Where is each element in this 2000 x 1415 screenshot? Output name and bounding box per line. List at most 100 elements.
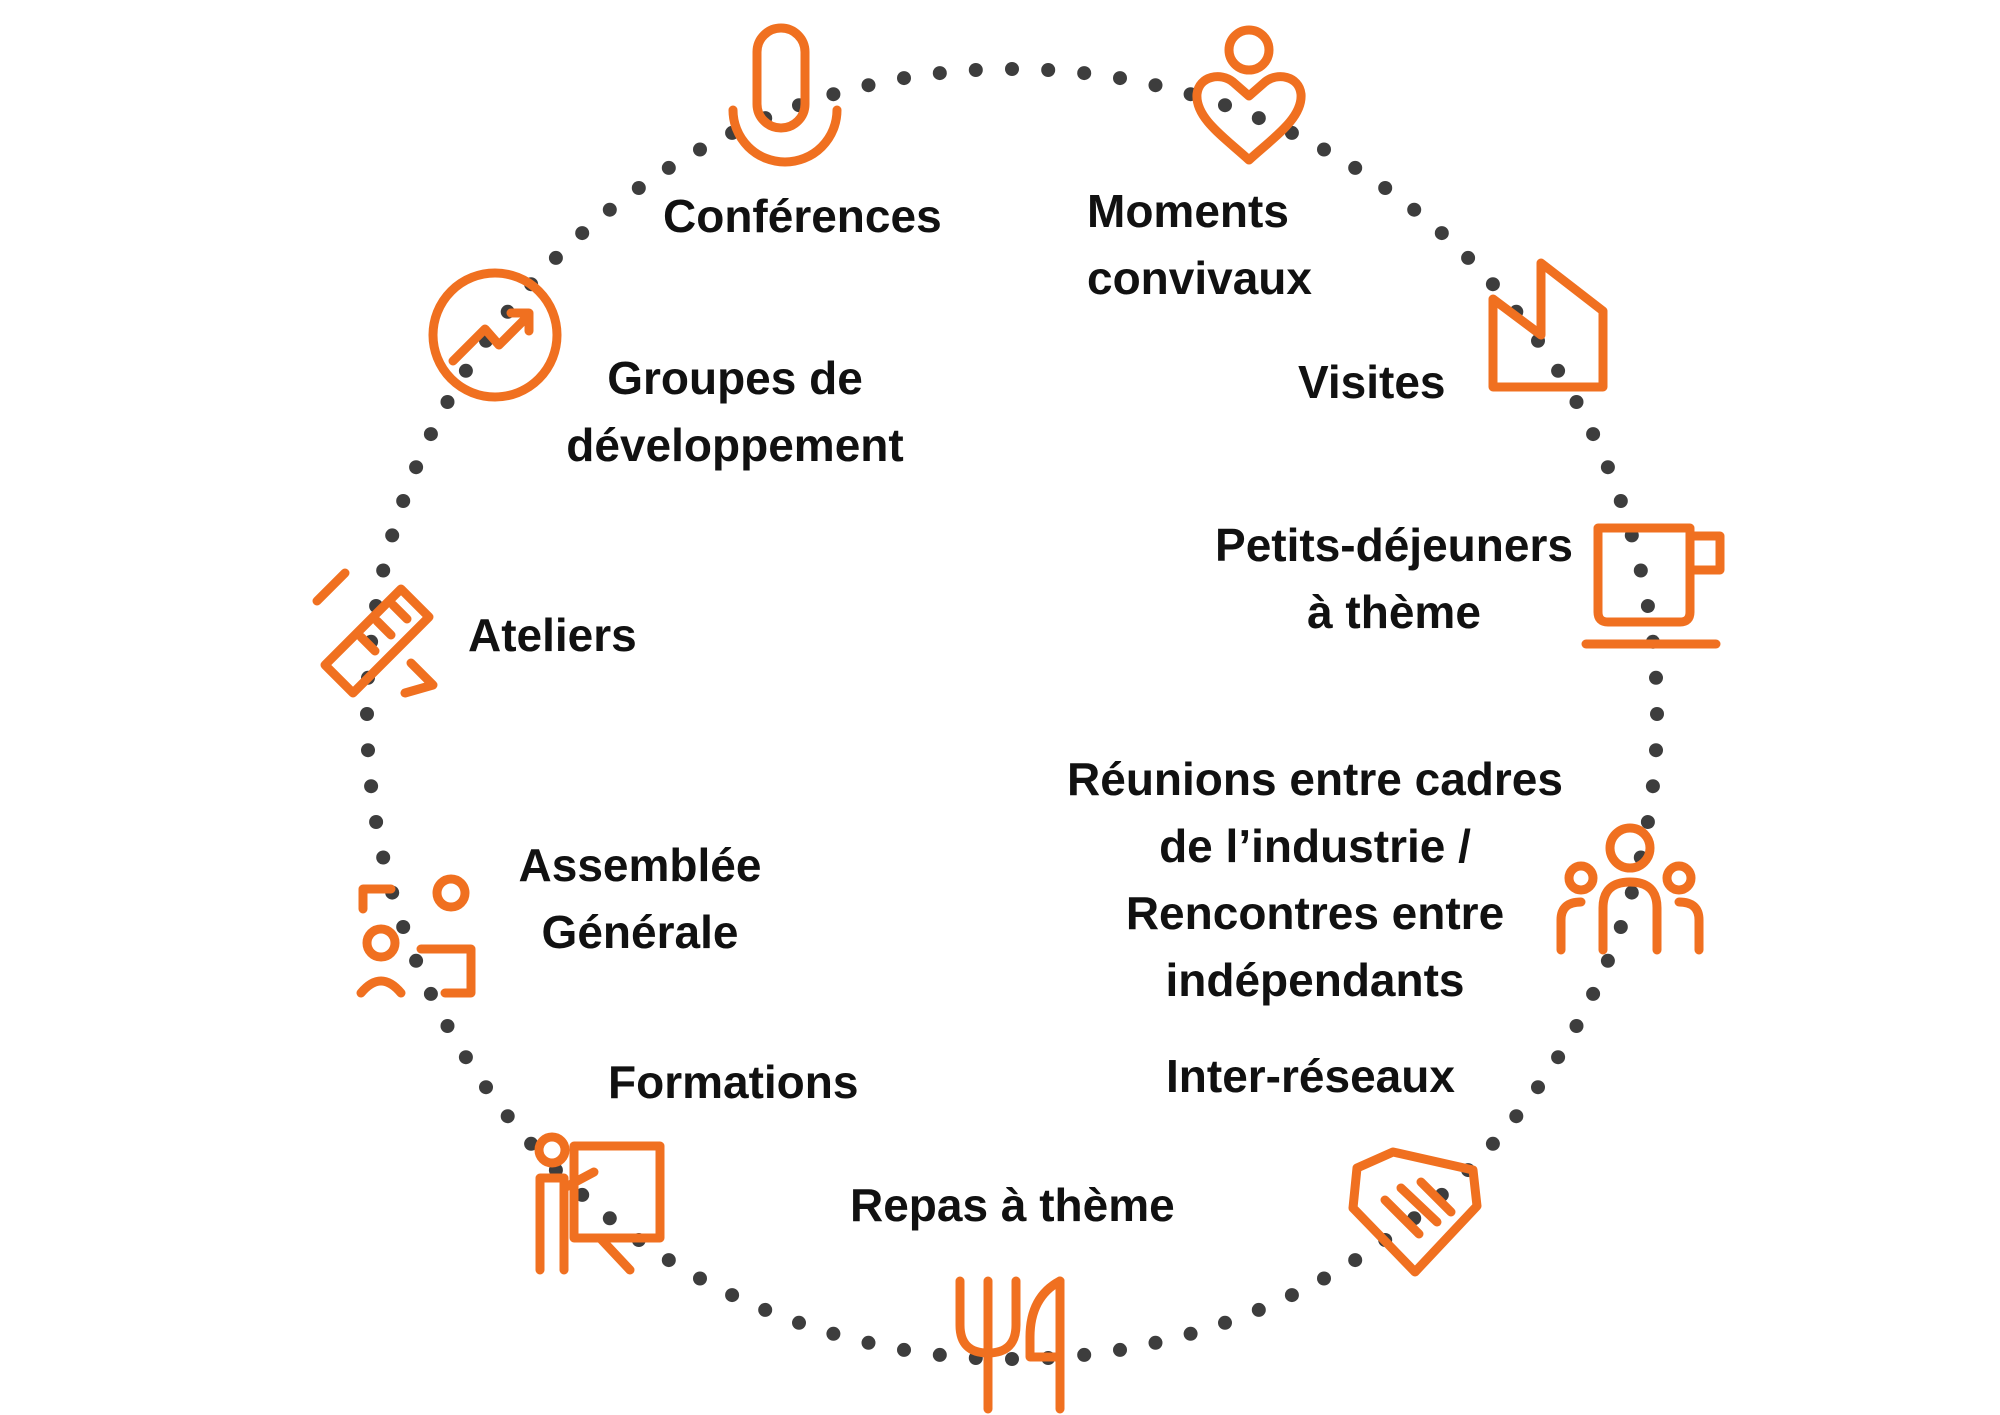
ring-dot xyxy=(602,202,617,217)
ring-dot xyxy=(1005,1352,1019,1366)
ring-dot xyxy=(1378,181,1393,195)
ring-dot xyxy=(1645,779,1660,794)
ring-dot xyxy=(1218,1315,1232,1330)
ring-dot xyxy=(548,250,563,265)
ring-dot xyxy=(693,1271,707,1286)
ring-dot xyxy=(1284,1288,1299,1303)
ring-dot xyxy=(440,1019,455,1033)
ring-dot xyxy=(385,528,400,543)
ring-dot xyxy=(1113,71,1127,86)
ring-dot xyxy=(1461,250,1476,265)
ring-dot xyxy=(1251,1302,1266,1317)
ring-dot xyxy=(1531,1080,1545,1095)
people-exchange-icon xyxy=(356,874,476,998)
handshake-icon xyxy=(1348,1147,1482,1277)
ring-dot xyxy=(1218,98,1232,113)
fork-knife-icon xyxy=(955,1276,1065,1414)
ring-dot xyxy=(1613,494,1628,508)
ring-dot xyxy=(1569,1019,1584,1033)
ring-dot xyxy=(602,1211,617,1226)
ring-dot xyxy=(1649,743,1663,758)
factory-icon xyxy=(1488,258,1608,392)
ring-dot xyxy=(826,87,841,102)
ring-dot xyxy=(396,494,411,508)
ring-dot xyxy=(479,1080,493,1095)
ring-dot xyxy=(1624,885,1639,900)
ring-dot xyxy=(1485,1136,1500,1151)
label-reunions-rencontres: Réunions entre cadres de l’industrie / R… xyxy=(1067,753,1563,1006)
ring-dot xyxy=(897,1342,911,1357)
ring-dot xyxy=(396,920,411,934)
ring-dot xyxy=(661,160,676,175)
ring-dot xyxy=(1649,670,1663,685)
ring-dot xyxy=(458,363,473,378)
ring-dot xyxy=(861,1335,876,1350)
ring-dot xyxy=(360,707,374,721)
label-repas-a-theme: Repas à thème xyxy=(850,1179,1175,1231)
ring-dot xyxy=(1600,460,1615,475)
label-inter-reseaux: Inter-réseaux xyxy=(1166,1050,1455,1102)
growth-chart-icon xyxy=(428,268,562,402)
ring-dot xyxy=(1077,66,1092,81)
ring-dot xyxy=(1348,1253,1363,1268)
ring-dot xyxy=(361,743,375,758)
ring-dot xyxy=(575,226,590,241)
label-ateliers: Ateliers xyxy=(468,609,637,661)
ring-dot xyxy=(575,1187,590,1202)
ring-dot xyxy=(792,1315,806,1330)
ring-dot xyxy=(1317,142,1331,157)
label-assemblee-generale: Assemblée Générale xyxy=(518,839,762,958)
ring-dot xyxy=(1317,1271,1331,1286)
ring-dot xyxy=(423,427,438,442)
ring-dot xyxy=(693,142,707,157)
ring-dot xyxy=(725,1288,740,1303)
ring-dot xyxy=(409,953,424,968)
ring-dot xyxy=(1148,78,1163,93)
ring-dot xyxy=(458,1050,473,1065)
ring-dot xyxy=(440,395,455,409)
ring-dot xyxy=(661,1253,676,1268)
ring-dot xyxy=(1407,202,1422,217)
ring-dot xyxy=(1077,1347,1092,1362)
ring-dot xyxy=(1041,63,1056,77)
ring-dot xyxy=(1485,277,1500,292)
label-formations: Formations xyxy=(608,1056,859,1108)
ring-dot xyxy=(1348,160,1363,175)
ring-dot xyxy=(1586,427,1601,442)
label-petits-dejeuners: Petits-déjeuners à thème xyxy=(1215,519,1573,638)
ring-dot xyxy=(826,1326,841,1341)
ring-dot xyxy=(1613,920,1628,934)
ring-dot xyxy=(1148,1335,1163,1350)
ring-dot xyxy=(409,460,424,475)
ring-dot xyxy=(1251,111,1266,126)
ring-dot xyxy=(1551,363,1566,378)
ring-dot xyxy=(1113,1342,1127,1357)
ruler-pencil-icon xyxy=(312,568,438,698)
ring-dot xyxy=(1509,1109,1524,1124)
label-groupes-developpement: Groupes de développement xyxy=(566,352,904,471)
microphone-icon xyxy=(728,23,842,167)
ring-dot xyxy=(631,181,646,195)
ring-dot xyxy=(423,986,438,1001)
ring-dot xyxy=(932,1347,947,1362)
ring-dot xyxy=(1569,395,1584,409)
ring-dot xyxy=(376,850,391,865)
presenter-board-icon xyxy=(534,1132,665,1275)
ring-dot xyxy=(968,63,983,77)
ring-dot xyxy=(1600,953,1615,968)
ring-dot xyxy=(1650,707,1664,721)
ring-dot xyxy=(364,779,379,794)
ring-dot xyxy=(1183,1326,1198,1341)
ring-dot xyxy=(524,1136,539,1151)
ring-dot xyxy=(1005,62,1019,76)
ring-dot xyxy=(1640,599,1655,613)
ring-dot xyxy=(861,78,876,93)
group-icon xyxy=(1556,823,1704,955)
ring-dot xyxy=(758,1302,773,1317)
ring-dot xyxy=(1640,815,1655,829)
ring-dot xyxy=(376,563,391,578)
ring-dot xyxy=(932,66,947,81)
coffee-cup-icon xyxy=(1581,523,1725,649)
person-heart-icon xyxy=(1192,25,1306,165)
